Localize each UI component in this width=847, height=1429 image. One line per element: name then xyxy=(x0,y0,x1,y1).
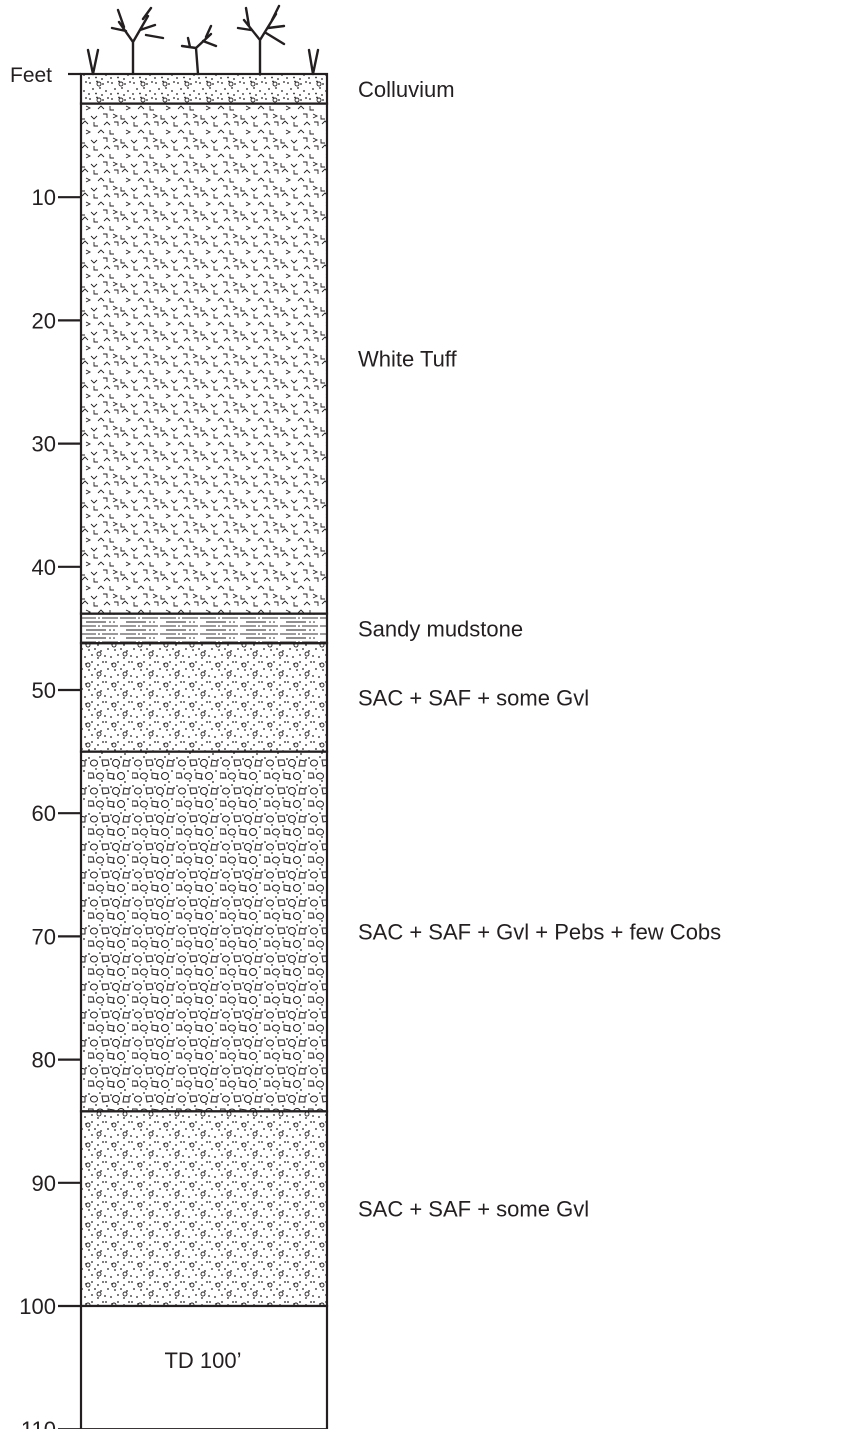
lithology-unit-4 xyxy=(79,750,329,1113)
lithology-unit-2 xyxy=(79,612,329,645)
depth-tick-label: 70 xyxy=(32,924,56,949)
depth-tick-label: 110 xyxy=(21,1417,56,1429)
below-total-depth-interval xyxy=(79,1304,329,1429)
depth-tick-label: 10 xyxy=(32,185,56,210)
vegetation-icon xyxy=(86,4,320,76)
lithology-unit-3 xyxy=(79,642,329,753)
lithology-unit-5 xyxy=(79,1110,329,1308)
depth-tick-label: 30 xyxy=(32,432,56,457)
unit-description-label: White Tuff xyxy=(358,347,458,372)
unit-description-label: SAC + SAF + some Gvl xyxy=(358,1197,589,1222)
unit-description-label: SAC + SAF + some Gvl xyxy=(358,685,589,710)
depth-tick-label: 90 xyxy=(32,1171,56,1196)
depth-tick-label: 40 xyxy=(32,555,56,580)
lithology-unit-1 xyxy=(79,102,329,615)
unit-description-label: Colluvium xyxy=(358,77,455,102)
unit-description-label: Sandy mudstone xyxy=(358,616,523,641)
depth-unit-label: Feet xyxy=(10,64,52,87)
lithology-unit-0 xyxy=(79,72,329,105)
depth-tick-label: 80 xyxy=(32,1048,56,1073)
depth-tick-label: 60 xyxy=(32,801,56,826)
depth-tick-label: 100 xyxy=(19,1294,56,1319)
unit-description-label: SAC + SAF + Gvl + Pebs + few Cobs xyxy=(358,919,721,944)
depth-tick-label: 50 xyxy=(32,678,56,703)
depth-tick-label: 20 xyxy=(32,308,56,333)
total-depth-label: TD 100’ xyxy=(164,1348,241,1373)
